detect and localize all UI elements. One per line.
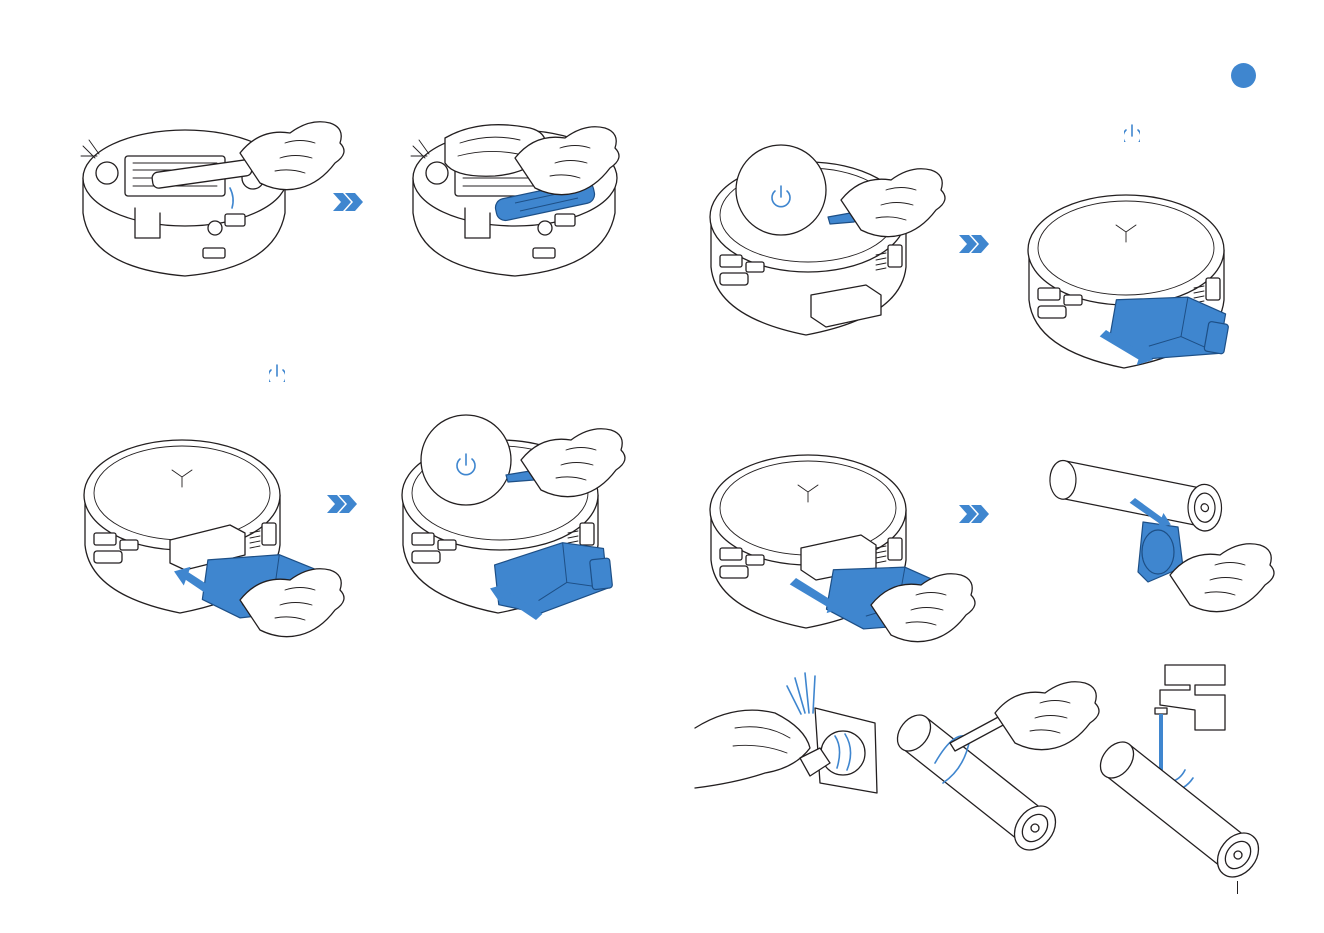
illustration-robot-insert-tank: [80, 425, 320, 625]
step-marker-icon: [1231, 63, 1256, 88]
illustration-robot-press-power: [706, 145, 946, 335]
illustration-robot-underside-remove-brush: [70, 118, 320, 278]
illustration-robot-press-power-tank-installed: [396, 410, 636, 625]
page-number-rule: [1237, 881, 1238, 894]
next-step-icon: [331, 191, 365, 213]
next-step-icon: [957, 233, 991, 255]
illustration-filter-rinse-under-tap: [1095, 660, 1270, 845]
illustration-filter-wipe: [895, 668, 1085, 843]
power-icon: [269, 364, 285, 382]
next-step-icon: [325, 493, 359, 515]
next-step-icon: [957, 503, 991, 525]
illustration-filter-cap-removal: [1020, 450, 1260, 620]
illustration-filter-brush-cleaning: [695, 668, 885, 818]
illustration-robot-tank-pulled-out: [1024, 180, 1254, 360]
power-icon: [1124, 124, 1140, 142]
illustration-robot-underside-clean-brush: [400, 118, 650, 278]
illustration-robot-slide-out-tank: [706, 440, 946, 630]
